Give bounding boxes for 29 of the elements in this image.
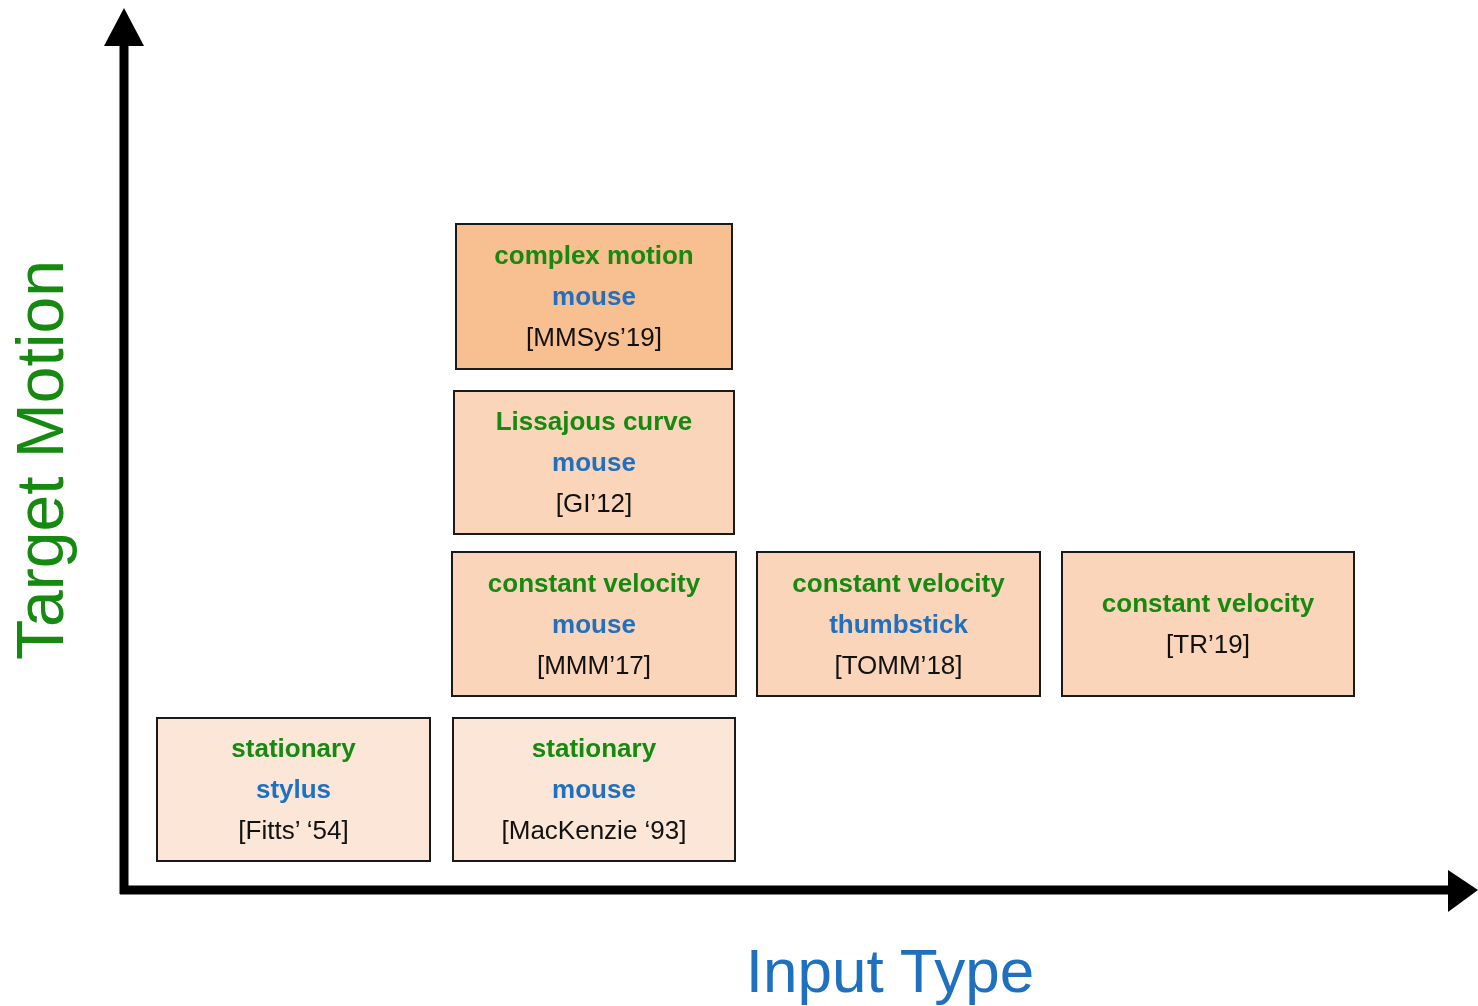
input-device-text: stylus xyxy=(255,773,332,806)
citation-text: [MacKenzie ‘93] xyxy=(501,814,687,847)
motion-type-text: stationary xyxy=(531,732,657,765)
citation-text: [GI’12] xyxy=(555,487,633,520)
citation-text: [TR’19] xyxy=(1166,628,1250,661)
category-box xyxy=(453,390,735,535)
input-device-text: mouse xyxy=(552,446,636,479)
x-axis-title: Input Type xyxy=(745,934,1035,1006)
category-box xyxy=(452,717,736,862)
motion-type-text: constant velocity xyxy=(1101,587,1315,620)
input-device-text: mouse xyxy=(552,280,636,313)
category-box xyxy=(451,551,737,697)
citation-text: [MMSys’19] xyxy=(526,321,662,354)
citation-text: [MMM’17] xyxy=(536,648,652,682)
motion-type-text: stationary xyxy=(231,732,356,765)
category-box xyxy=(455,223,733,370)
motion-type-text: constant velocity xyxy=(487,566,701,600)
citation-text: [TOMM’18] xyxy=(834,648,963,682)
input-device-text: thumbstick xyxy=(829,607,968,641)
category-box xyxy=(1061,551,1355,697)
category-box xyxy=(756,551,1041,697)
input-device-text: mouse xyxy=(552,607,636,641)
y-axis-title: Target Motion xyxy=(2,260,78,660)
motion-type-text: Lissajous curve xyxy=(495,405,693,438)
input-device-text: mouse xyxy=(552,773,636,806)
motion-type-text: constant velocity xyxy=(792,566,1005,600)
citation-text: [Fitts’ ‘54] xyxy=(238,814,349,847)
motion-type-text: complex motion xyxy=(494,239,694,272)
category-box xyxy=(156,717,431,862)
